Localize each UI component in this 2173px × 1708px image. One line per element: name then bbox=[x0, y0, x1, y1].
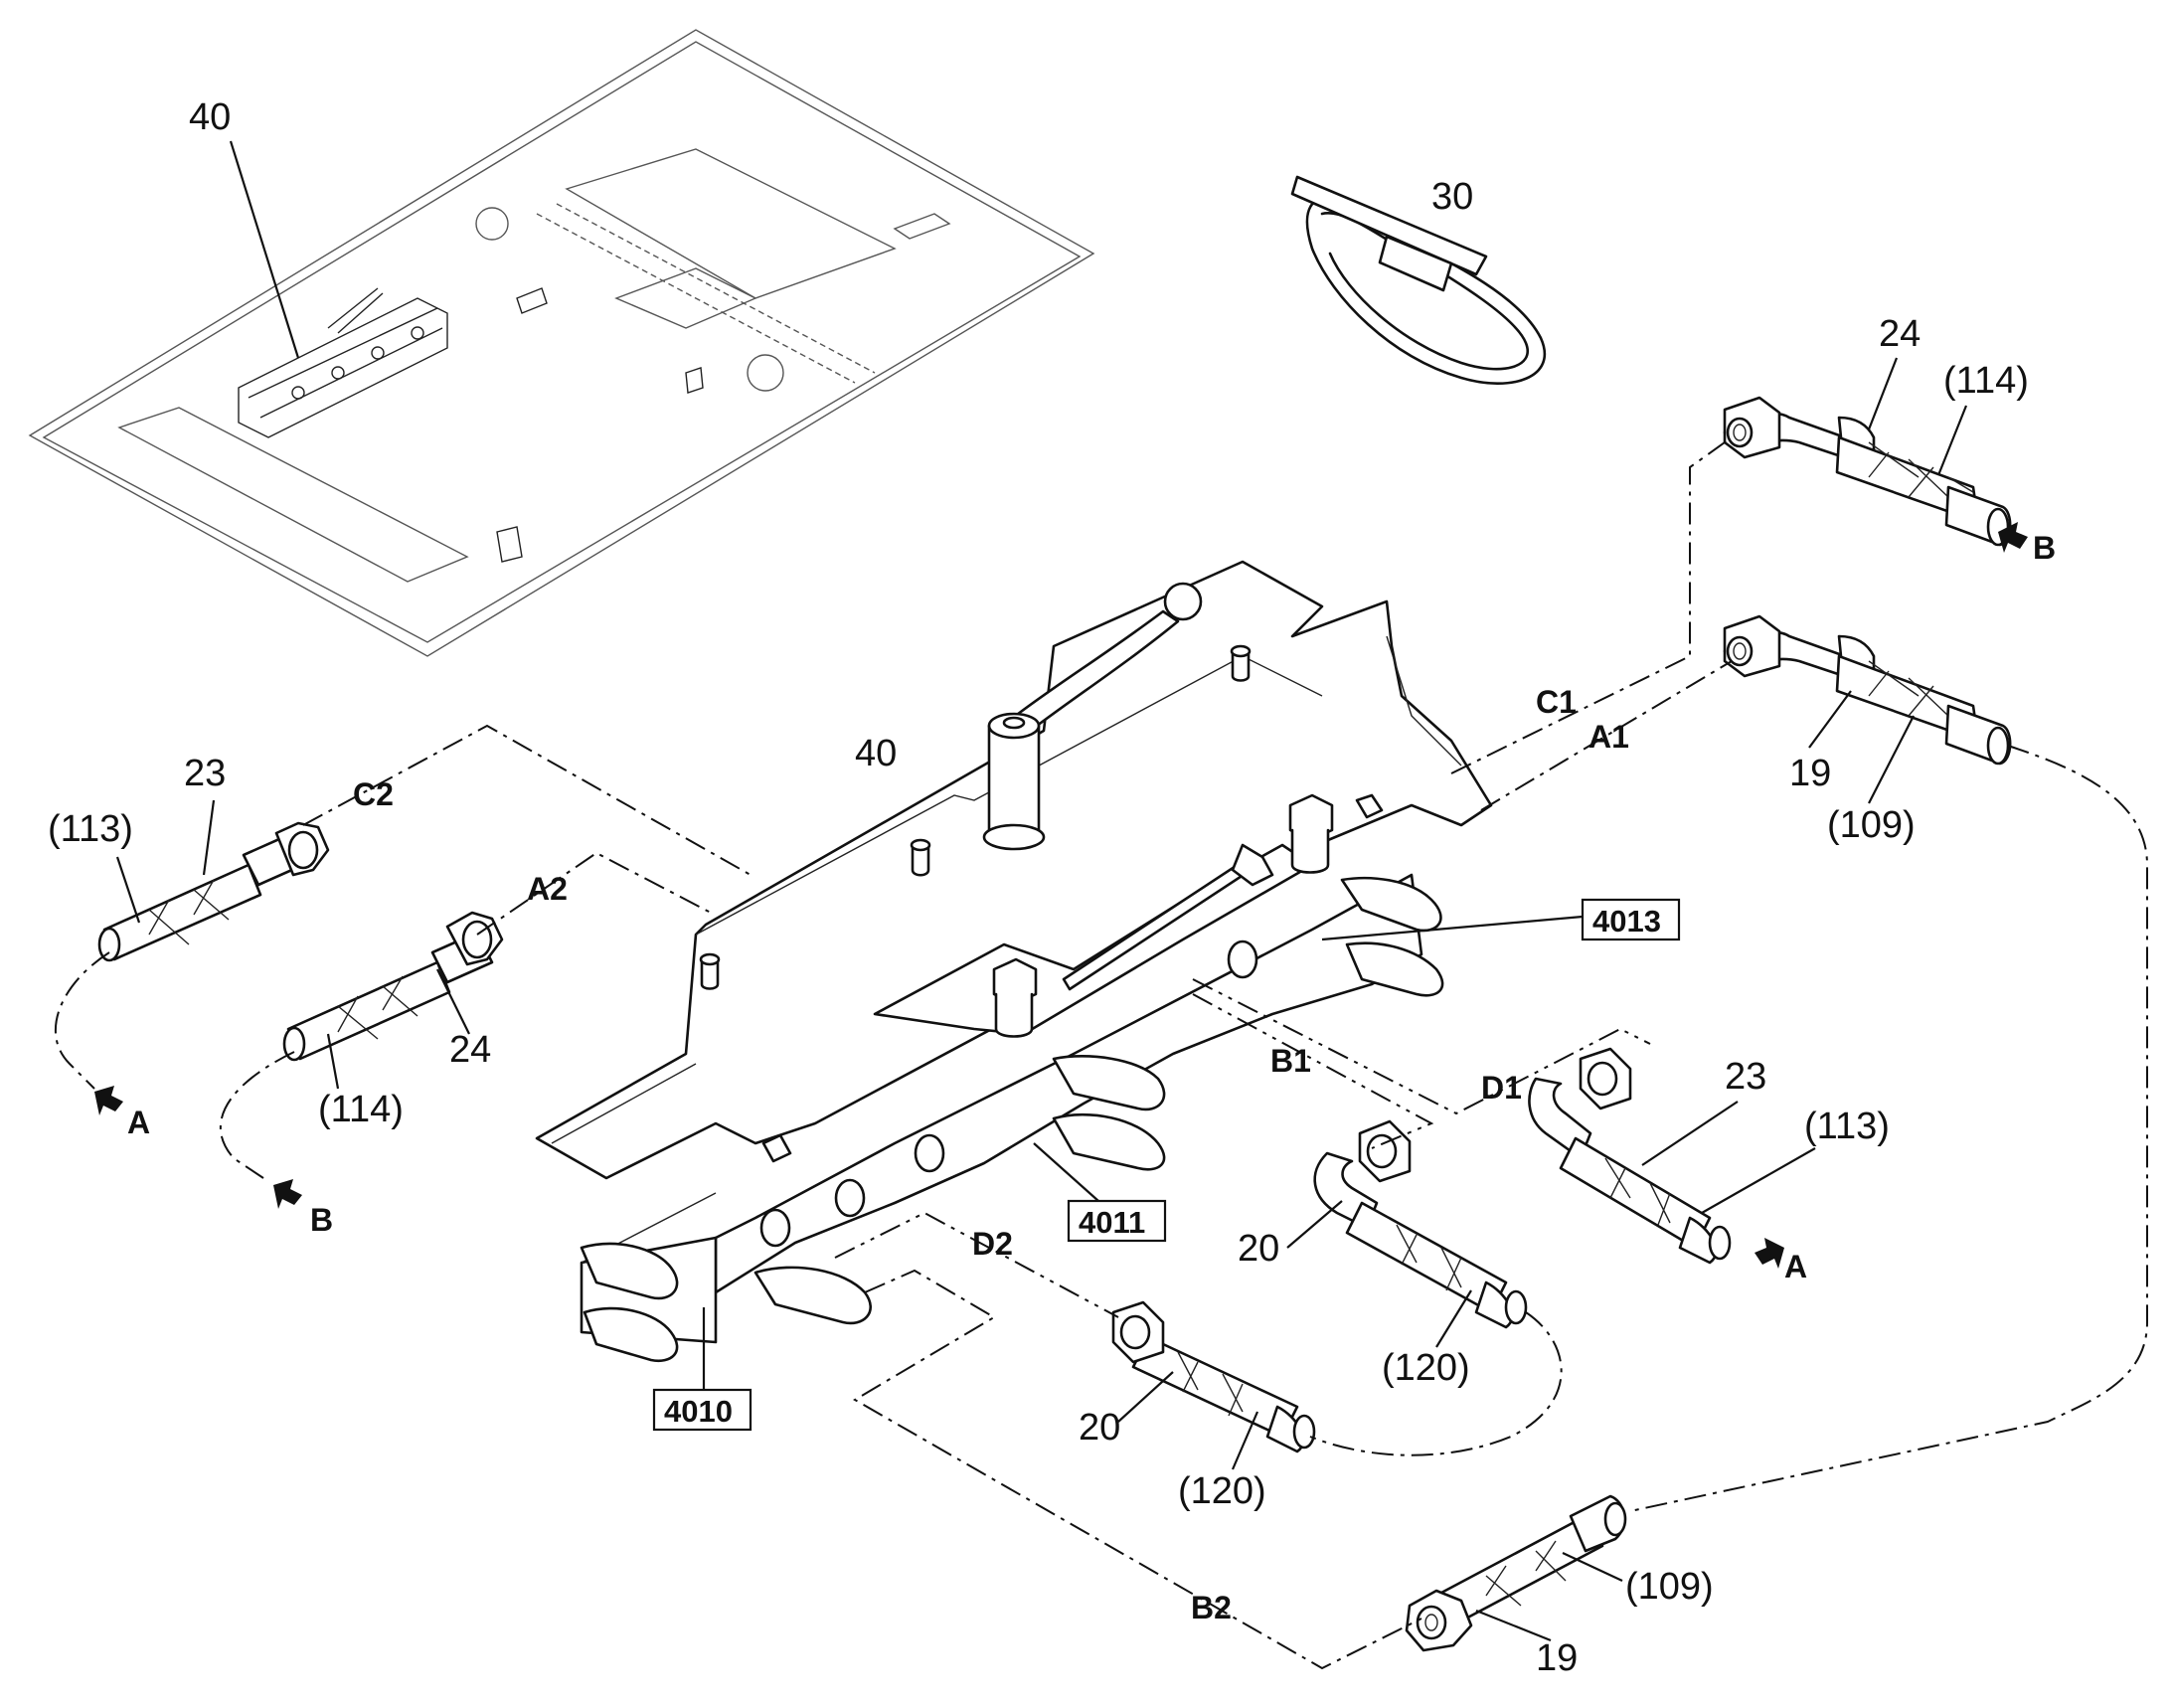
hose-23-113-right bbox=[1528, 1047, 1732, 1265]
conn-label-d2: D2 bbox=[972, 1226, 1013, 1262]
callout-109-bottom: (109) bbox=[1625, 1566, 1714, 1608]
leader-19-right bbox=[1808, 690, 1852, 749]
line-c1 bbox=[1450, 436, 1733, 774]
hose-24-114-upper bbox=[1723, 396, 2012, 547]
cable-tie bbox=[1290, 175, 1547, 385]
line-d1 bbox=[1192, 978, 1651, 1115]
callout-24-left: 24 bbox=[449, 1029, 491, 1071]
line-b1 bbox=[1192, 993, 1434, 1149]
leader-113-left bbox=[115, 856, 141, 924]
leader-23-left bbox=[202, 799, 216, 876]
conn-label-c1: C1 bbox=[1536, 684, 1577, 720]
line-a1 bbox=[1480, 660, 1733, 811]
leader-4011 bbox=[1033, 1142, 1099, 1202]
callout-40-assembly: 40 bbox=[855, 733, 897, 774]
arrow-label-b-left: B bbox=[310, 1202, 333, 1238]
ref-box-4011: 4011 bbox=[1067, 1199, 1167, 1243]
line-a2 bbox=[476, 851, 712, 936]
callout-109-right: (109) bbox=[1827, 804, 1916, 846]
hose-20-120-mid bbox=[1313, 1119, 1528, 1329]
line-arrow-b-left bbox=[219, 1051, 295, 1179]
callout-19-right: 19 bbox=[1789, 753, 1831, 794]
valve-assembly bbox=[535, 560, 1493, 1363]
conn-label-b1: B1 bbox=[1270, 1043, 1311, 1079]
ref-box-4013: 4013 bbox=[1581, 898, 1681, 941]
arrow-a-left-icon bbox=[94, 1086, 123, 1115]
leader-4013 bbox=[1321, 915, 1584, 941]
leader-113-right bbox=[1701, 1147, 1816, 1214]
conn-label-b2: B2 bbox=[1191, 1590, 1232, 1625]
ref-label-4013: 4013 bbox=[1592, 904, 1661, 939]
hose-23-113-left bbox=[97, 821, 330, 962]
arrow-label-b-right: B bbox=[2033, 530, 2056, 566]
leader-109-bottom bbox=[1562, 1552, 1623, 1582]
callout-23-right: 23 bbox=[1725, 1056, 1766, 1098]
leader-20-low bbox=[1117, 1371, 1174, 1423]
arrow-b-left-icon bbox=[273, 1179, 302, 1209]
arrow-b-right-icon bbox=[1998, 522, 2028, 553]
line-arrow-a-left bbox=[54, 951, 110, 1090]
leader-114-upper bbox=[1936, 405, 1968, 476]
connection-lines bbox=[54, 436, 2148, 1670]
callout-120-mid: (120) bbox=[1382, 1347, 1470, 1389]
arrow-a-right-icon bbox=[1755, 1238, 1784, 1269]
callout-120-low: (120) bbox=[1178, 1470, 1266, 1512]
leader-109-right bbox=[1868, 715, 1915, 804]
arrow-label-a-left: A bbox=[127, 1105, 150, 1140]
callout-23-left: 23 bbox=[184, 753, 226, 794]
conn-label-c2: C2 bbox=[353, 776, 394, 812]
leader-120-mid bbox=[1435, 1289, 1472, 1348]
leader-20-mid bbox=[1286, 1200, 1343, 1249]
chassis-overview bbox=[28, 29, 1095, 657]
leader-114-left bbox=[326, 1033, 340, 1090]
callout-114-upper: (114) bbox=[1943, 360, 2029, 402]
callout-40-overview: 40 bbox=[189, 96, 231, 138]
hose-19-109-right bbox=[1723, 614, 2012, 766]
ref-label-4011: 4011 bbox=[1079, 1205, 1145, 1240]
hose-20-120-low bbox=[1111, 1300, 1316, 1453]
conn-label-a2: A2 bbox=[527, 871, 568, 907]
callout-24-upper: 24 bbox=[1879, 313, 1921, 355]
leader-23-right bbox=[1641, 1101, 1739, 1166]
ref-label-4010: 4010 bbox=[664, 1394, 733, 1429]
leader-40-overview bbox=[229, 140, 300, 359]
arrow-label-a-right: A bbox=[1784, 1249, 1807, 1284]
line-120-loop bbox=[1309, 1311, 1563, 1456]
leader-19-bottom bbox=[1475, 1609, 1552, 1642]
line-b2 bbox=[853, 1269, 1422, 1670]
callout-114-left: (114) bbox=[318, 1089, 404, 1130]
line-a1-loop bbox=[1629, 745, 2148, 1512]
conn-label-a1: A1 bbox=[1588, 719, 1629, 755]
line-c2 bbox=[302, 724, 752, 876]
leader-120-low bbox=[1231, 1411, 1259, 1470]
callout-113-left: (113) bbox=[48, 808, 133, 850]
hose-19-109-bottom bbox=[1405, 1494, 1627, 1652]
callout-19-bottom: 19 bbox=[1536, 1637, 1578, 1679]
ref-box-4010: 4010 bbox=[652, 1388, 752, 1432]
leader-24-upper bbox=[1867, 357, 1899, 430]
overview-valve-block bbox=[238, 287, 448, 438]
leader-24-left bbox=[436, 968, 470, 1035]
callout-20-low: 20 bbox=[1079, 1407, 1120, 1449]
callout-30: 30 bbox=[1431, 176, 1473, 218]
callout-113-right: (113) bbox=[1804, 1106, 1890, 1147]
conn-label-d1: D1 bbox=[1481, 1070, 1522, 1106]
callout-20-mid: 20 bbox=[1238, 1228, 1279, 1270]
